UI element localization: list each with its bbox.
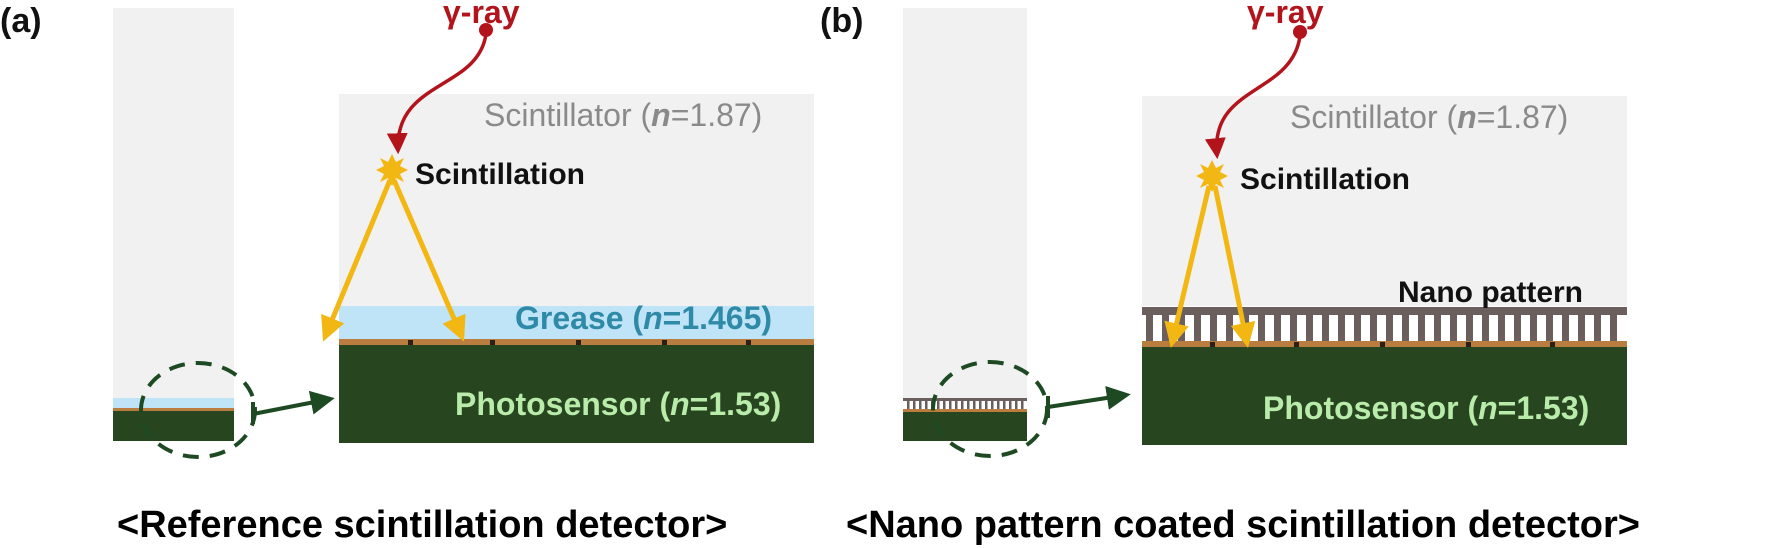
gamma-ray-path-a (386, 33, 488, 155)
nano-pattern-bar (1142, 307, 1627, 315)
nano-pillar (919, 401, 922, 409)
nano-pillar (979, 401, 982, 409)
zoom-arrow-b (1047, 386, 1131, 410)
scintillation-label-b: Scintillation (1240, 163, 1410, 196)
photosensor-label-a: Photosensor (n=1.53) (455, 386, 781, 422)
thumb-scintillator-a (113, 8, 234, 400)
light-ray-right-b (1212, 185, 1256, 348)
scintillation-burst-a (376, 154, 408, 186)
nano-pillar (1194, 315, 1201, 341)
nano-pillar (1370, 315, 1377, 341)
nano-pillar (1578, 315, 1585, 341)
thumb-scintillator-b (903, 8, 1027, 398)
nano-pillar (985, 401, 988, 409)
panel-b-cross-section: Scintillator (n=1.87) Nano pattern Photo… (1142, 0, 1627, 445)
gamma-source-a (479, 23, 493, 37)
nano-pillar (1562, 315, 1569, 341)
nano-pillar (1530, 315, 1537, 341)
nano-pillar (955, 401, 958, 409)
nano-pillar (1146, 315, 1153, 341)
nano-pillar (1210, 315, 1217, 341)
nano-pillar (1226, 315, 1233, 341)
nano-pillar (1418, 315, 1425, 341)
scintillator-layer-b (1142, 96, 1627, 306)
nano-pillar (1450, 315, 1457, 341)
panel-b: (b) Scintillator (n=1.87) Nano pattern (820, 0, 1640, 546)
panel-a-cross-section: Scintillator (n=1.87) Grease (n=1.465) P… (321, 0, 814, 443)
nano-pillar (1258, 315, 1265, 341)
gamma-source-b (1293, 25, 1307, 39)
nano-pillar (1386, 315, 1393, 341)
nano-pillar (1322, 315, 1329, 341)
nano-pillar (1290, 315, 1297, 341)
scintillator-layer-a (339, 94, 814, 306)
nano-pillar (937, 401, 940, 409)
panel-b-detector-thumbnail (903, 8, 1131, 458)
grease-label-a: Grease (n=1.465) (515, 300, 772, 336)
nano-pillar (1594, 315, 1601, 341)
caption-a: <Reference scintillation detector> (117, 504, 727, 546)
gamma-ray-path-b (1204, 35, 1302, 160)
photosensor-label-b: Photosensor (n=1.53) (1263, 390, 1589, 426)
nano-pillar (967, 401, 970, 409)
light-ray-right-a (391, 179, 466, 342)
nano-pillar (991, 401, 994, 409)
thumb-nano-pattern-b (903, 398, 1027, 409)
nano-pillar (949, 401, 952, 409)
thumb-photosensor-b (903, 412, 1027, 441)
nano-pillar (973, 401, 976, 409)
zoom-arrow-a (252, 390, 335, 416)
nano-pillar (1354, 315, 1361, 341)
nano-pillar (1021, 401, 1024, 409)
thumb-grease-a (113, 398, 234, 408)
nano-pillar (1015, 401, 1018, 409)
nano-pillar (1498, 315, 1505, 341)
scintillator-label-b: Scintillator (n=1.87) (1290, 99, 1568, 135)
nano-pillar (907, 401, 910, 409)
nano-pillar (1466, 315, 1473, 341)
scintillator-label-a: Scintillator (n=1.87) (484, 97, 762, 133)
nano-pillar (1162, 315, 1169, 341)
nano-pillar (1274, 315, 1281, 341)
nano-pillar (1514, 315, 1521, 341)
pad-marks-a (408, 340, 751, 345)
nano-pillar (1306, 315, 1313, 341)
pad-marks-b (1210, 342, 1555, 347)
scintillation-label-a: Scintillation (415, 158, 585, 191)
panel-a: (a) Scintillator (n=1.87) Grease (n=1.46… (0, 0, 814, 546)
nano-pillar (1402, 315, 1409, 341)
thumb-photosensor-a (113, 411, 234, 441)
nano-pillar (925, 401, 928, 409)
nano-pillar (913, 401, 916, 409)
nano-pillar (997, 401, 1000, 409)
nano-pillar (1482, 315, 1489, 341)
nano-pillar (1546, 315, 1553, 341)
panel-a-detector-thumbnail (113, 8, 335, 459)
grease-layer-a (339, 306, 814, 339)
panel-b-letter: (b) (820, 2, 863, 40)
panel-a-letter: (a) (0, 2, 42, 40)
nano-pillar (1610, 315, 1617, 341)
scintillation-burst-b (1196, 160, 1228, 192)
nano-pattern-label-b: Nano pattern (1398, 276, 1583, 309)
nano-pattern-bar (903, 398, 1027, 401)
nano-pillar (943, 401, 946, 409)
gamma-label-b: γ-ray (1247, 0, 1324, 30)
nano-pillar (1338, 315, 1345, 341)
light-ray-left-b (1164, 185, 1212, 348)
photosensor-layer-b (1142, 347, 1627, 445)
light-ray-left-a (321, 179, 393, 342)
nano-pattern-layer-b (1142, 307, 1627, 341)
nano-pillar (1434, 315, 1441, 341)
caption-b: <Nano pattern coated scintillation detec… (846, 504, 1640, 546)
thumb-contact-a (113, 408, 234, 411)
photosensor-layer-a (339, 345, 814, 443)
nano-pillar (1009, 401, 1012, 409)
thumb-contact-b (903, 409, 1027, 412)
nano-pillar (1003, 401, 1006, 409)
nano-pillar (961, 401, 964, 409)
